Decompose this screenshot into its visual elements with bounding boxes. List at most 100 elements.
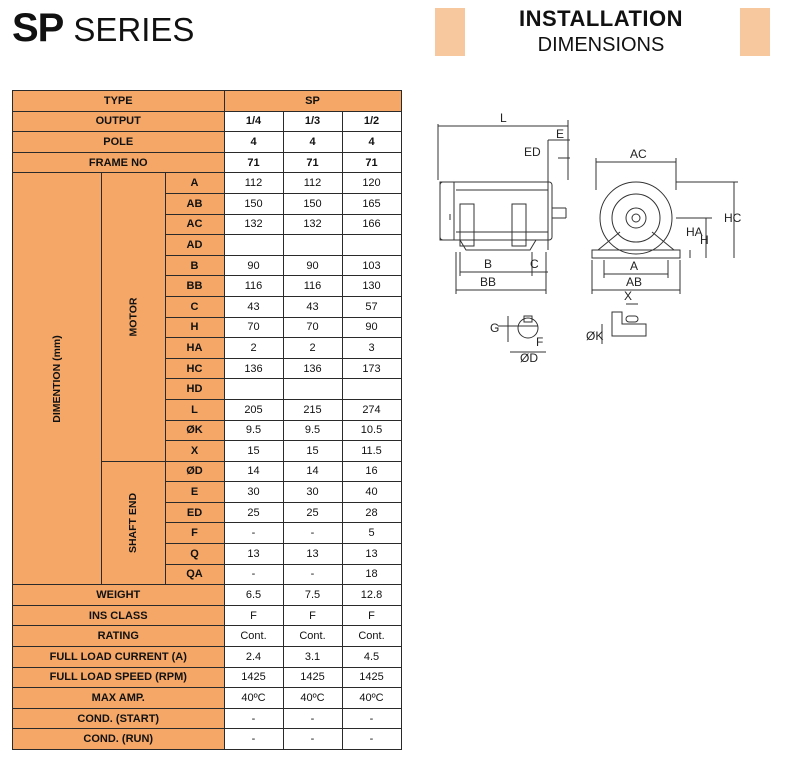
dim-value: 112 [223, 172, 284, 194]
spec-value: - [223, 728, 284, 750]
dim-label-L: L [500, 111, 507, 125]
table-row-pole: POLE 4 4 4 [12, 131, 402, 153]
output-label: OUTPUT [12, 110, 225, 133]
dim-value: 130 [341, 275, 402, 297]
spec-value: 1425 [223, 666, 284, 689]
dim-value: 150 [223, 192, 284, 215]
type-label: TYPE [12, 90, 225, 112]
dim-label-AB: AB [626, 275, 642, 289]
dim-code: A [164, 172, 225, 194]
spec-value: F [223, 604, 284, 627]
motor-label: MOTOR [126, 297, 139, 337]
pole-label: POLE [12, 131, 225, 153]
dim-value: 9.5 [282, 419, 343, 442]
spec-label: COND. (RUN) [12, 728, 225, 750]
spec-value: F [341, 604, 402, 627]
dim-value: - [223, 563, 284, 586]
dim-value: 136 [282, 357, 343, 380]
output-value: 1/4 [223, 110, 284, 133]
spec-label: FULL LOAD SPEED (RPM) [12, 666, 225, 689]
dim-label-G: G [490, 321, 499, 335]
dim-label-BB: BB [480, 275, 496, 289]
dim-code: C [164, 295, 225, 318]
table-row: AD [13, 234, 402, 256]
dim-code: Q [164, 543, 225, 565]
dim-value: 120 [341, 172, 402, 194]
dim-value: 132 [223, 213, 284, 236]
dim-label-HA: HA [686, 225, 703, 239]
foot-detail [601, 303, 647, 344]
table-row-frame: FRAME NO 71 71 71 [12, 151, 402, 174]
dim-value: 10.5 [341, 419, 402, 442]
dim-value: 2 [223, 337, 284, 359]
dim-code: HA [164, 337, 225, 359]
dim-code: AB [164, 192, 225, 215]
spec-table: TYPE SP OUTPUT 1/4 1/3 1/2 POLE 4 4 4 FR… [12, 90, 402, 750]
dim-value: 165 [341, 192, 402, 215]
dim-label-C: C [530, 257, 539, 271]
installation-title: INSTALLATION [518, 6, 684, 31]
shaft-label: SHAFT END [127, 492, 139, 554]
dim-value: 14 [282, 460, 343, 483]
dim-code: HD [164, 378, 225, 400]
dim-value [223, 378, 284, 400]
table-row: COND. (RUN)--- [12, 728, 402, 750]
dim-value: - [282, 563, 343, 586]
dimention-label: DIMENTION (mm) [50, 335, 63, 423]
dim-value: - [223, 522, 284, 545]
dim-code: AC [164, 213, 225, 236]
front-view [591, 158, 738, 294]
dim-value: 11.5 [341, 440, 402, 462]
dim-value: 116 [223, 275, 284, 297]
frame-value: 71 [223, 151, 284, 174]
dim-value: 57 [341, 295, 402, 318]
dim-value: 116 [282, 275, 343, 297]
dim-value: 9.5 [223, 419, 284, 442]
spec-label: RATING [12, 625, 225, 648]
dim-value: 14 [223, 460, 284, 483]
dim-label-A: A [630, 259, 638, 273]
series-title: SP SERIES [12, 6, 194, 50]
spec-value: 2.4 [223, 646, 284, 668]
dim-value: 112 [282, 172, 343, 194]
dim-value: 13 [282, 543, 343, 565]
dim-value: 43 [223, 295, 284, 318]
dim-code: AD [164, 234, 225, 256]
dim-value: 15 [223, 440, 284, 462]
dim-value: 166 [341, 213, 402, 236]
dim-value [282, 378, 343, 400]
dim-value: 70 [282, 316, 343, 339]
spec-label: FULL LOAD CURRENT (A) [12, 646, 225, 668]
dim-value [341, 378, 402, 400]
dim-value [282, 234, 343, 256]
dimension-drawing: L E ED B C BB AC A AB HA H HC G ØD F X Ø… [437, 111, 742, 365]
table-row-type: TYPE SP [12, 90, 402, 112]
dim-label-K: ØK [586, 329, 603, 343]
table-row: COND. (START)--- [12, 707, 402, 730]
spec-label: INS CLASS [12, 604, 225, 627]
dim-code: B [164, 254, 225, 277]
dim-value: 136 [223, 357, 284, 380]
motor-group: MOTOR [100, 172, 166, 462]
spec-value: 40ºC [282, 687, 343, 709]
dim-code: ØD [164, 460, 225, 483]
dim-code: F [164, 522, 225, 545]
dim-value: 15 [282, 440, 343, 462]
dim-code: BB [164, 275, 225, 297]
pole-value: 4 [223, 131, 284, 153]
dim-label-ED: ED [524, 145, 541, 159]
spec-value: 1425 [341, 666, 402, 689]
dim-value: 30 [282, 481, 343, 503]
spec-value: Cont. [282, 625, 343, 648]
dim-value: 90 [223, 254, 284, 277]
